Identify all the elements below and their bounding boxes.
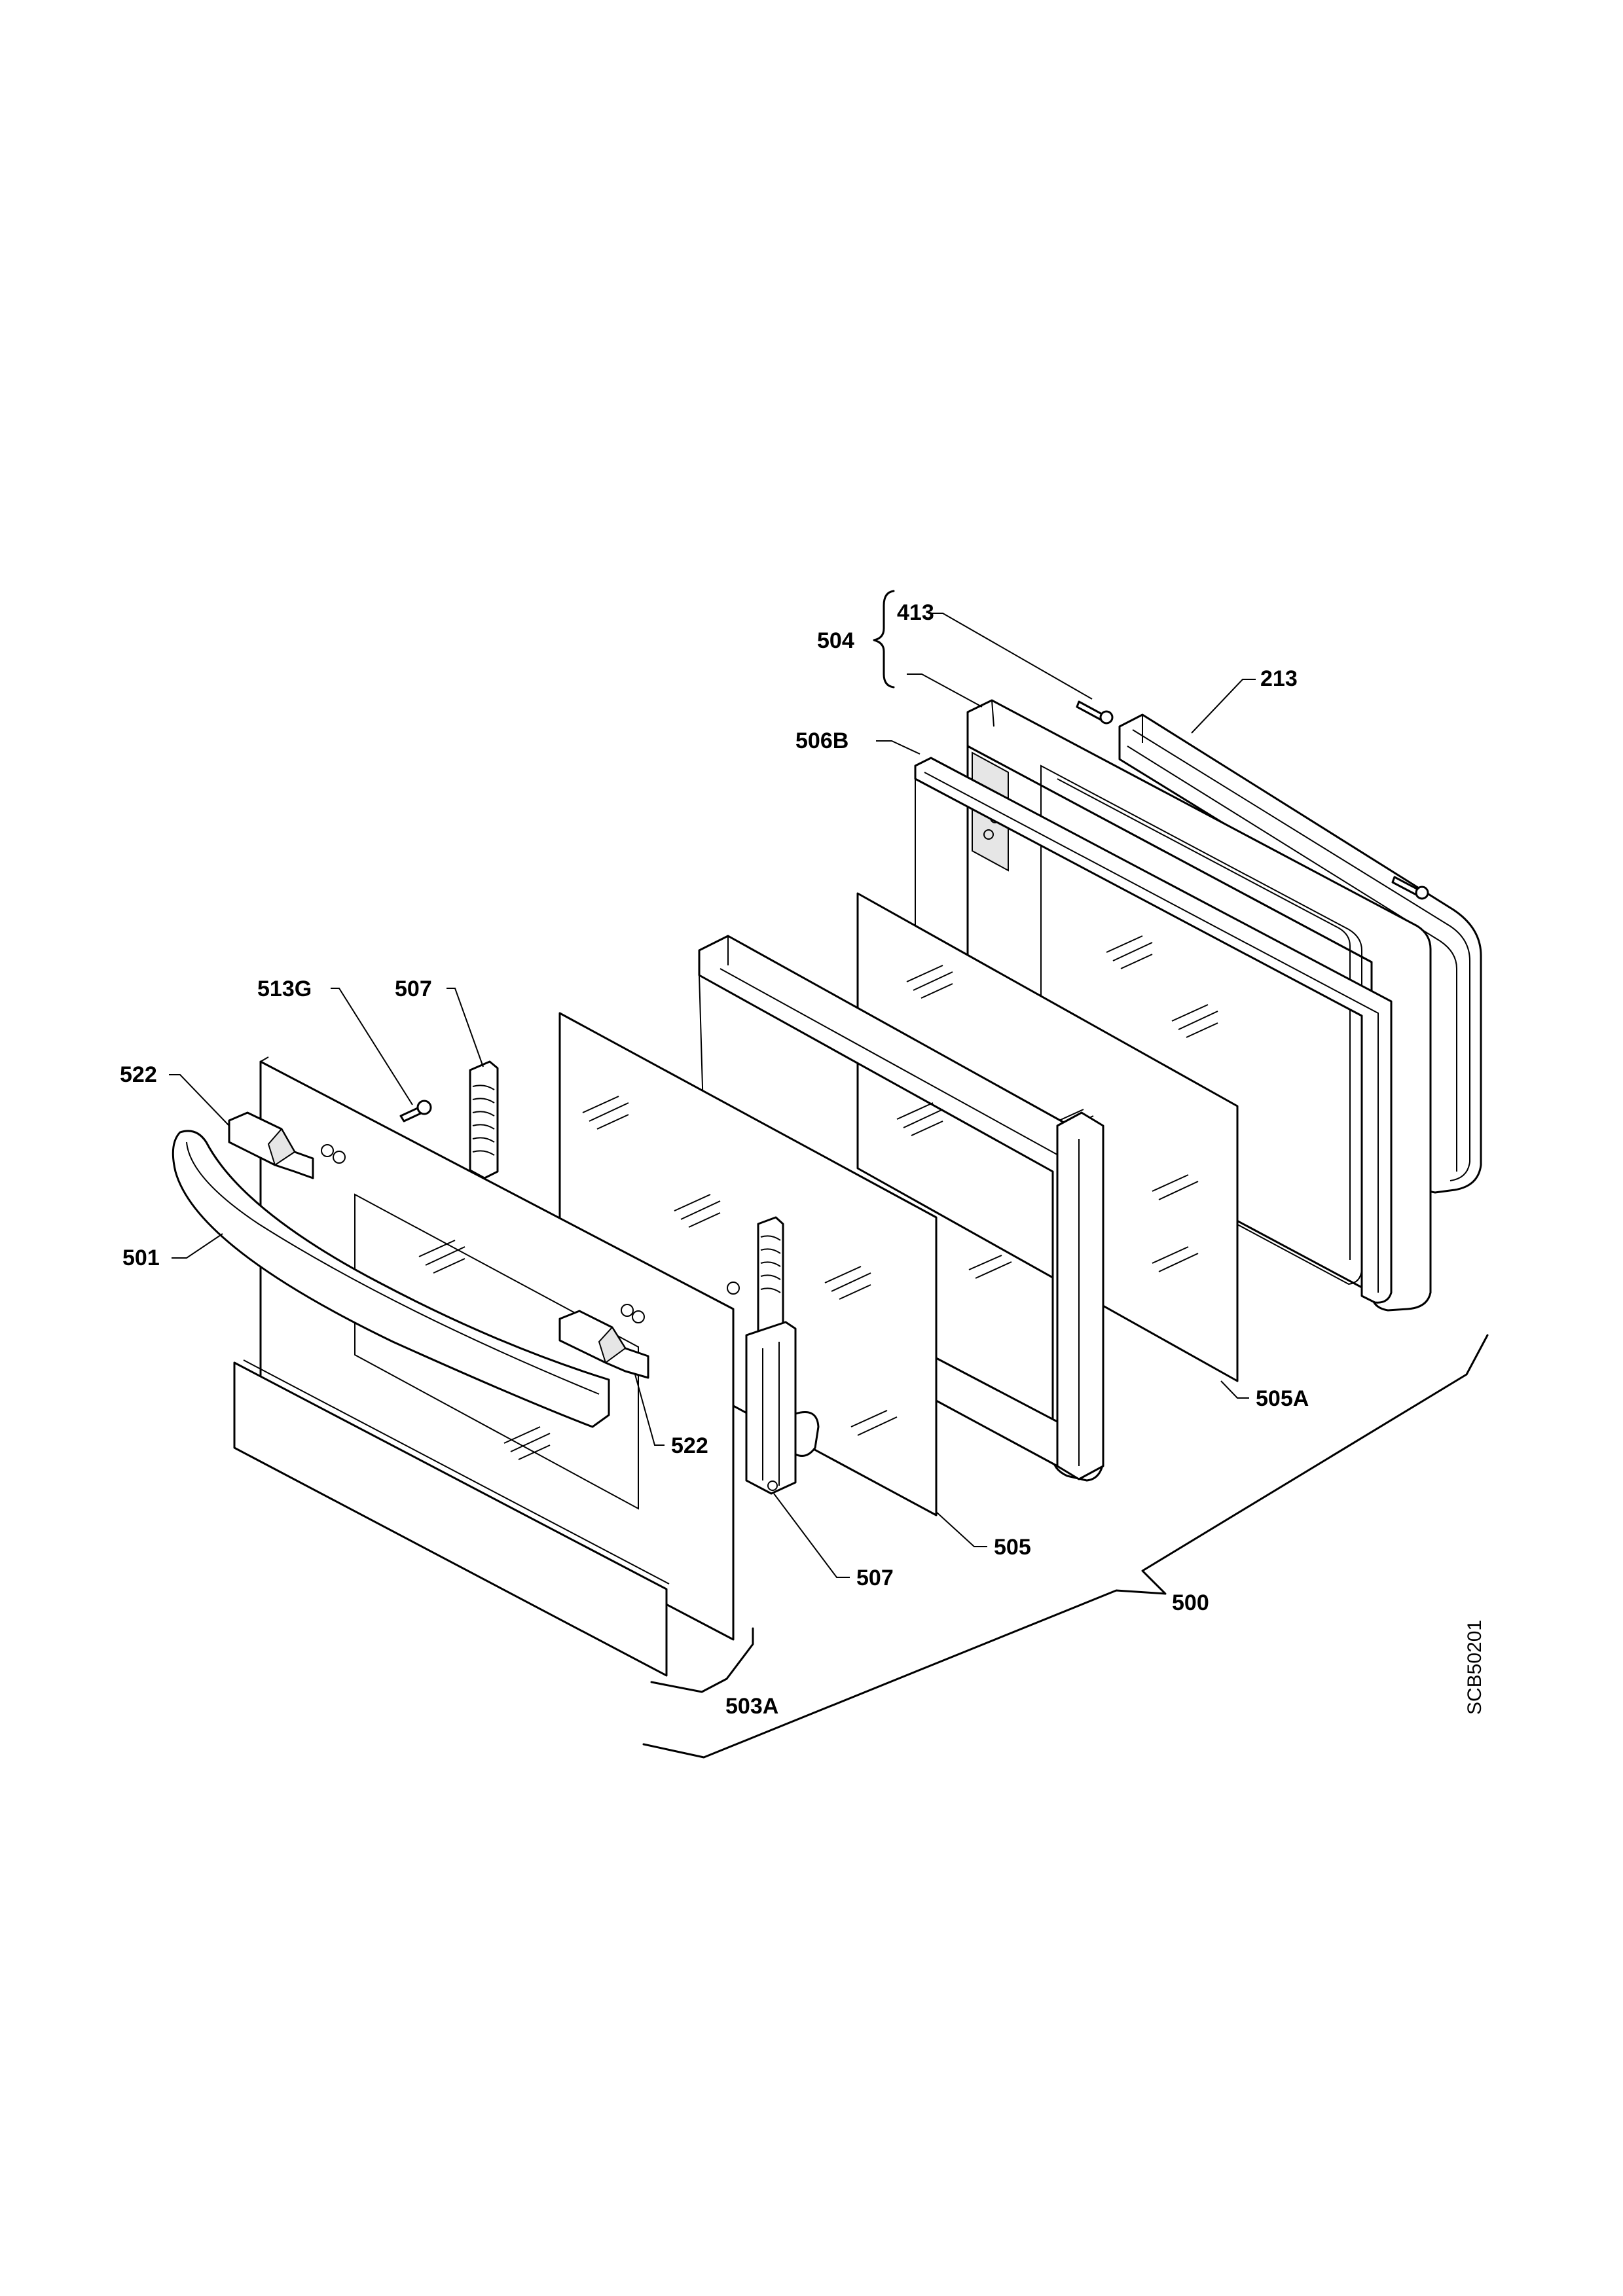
label-413: 413 [897,600,934,625]
group-line-503a [650,1627,754,1693]
screw-513g [399,1100,432,1122]
label-505: 505 [994,1535,1031,1560]
label-504: 504 [817,628,854,653]
label-213: 213 [1260,666,1298,691]
glass-panel-505 [558,1012,938,1516]
label-505a: 505A [1256,1386,1309,1411]
handle-bracket-left [228,1111,314,1179]
glass-holder-frame [698,935,1104,1482]
label-507-top: 507 [395,977,432,1001]
handle-bracket-right [558,1310,649,1379]
leader-lines [169,613,1256,1578]
label-501: 501 [122,1246,160,1270]
part-labels: 413 504 213 506B 513G 507 522 501 522 50… [120,600,1309,1719]
label-506b: 506B [795,728,848,753]
label-500: 500 [1172,1590,1209,1615]
label-522-left: 522 [120,1062,157,1087]
hinge-top [469,1060,499,1179]
bottom-trim-strip [233,1359,670,1677]
door-seal-gasket [1118,713,1482,1194]
drawing-code: SCB50201 [1464,1620,1486,1715]
label-507-bottom: 507 [856,1566,894,1590]
group-line-500 [642,1334,1489,1759]
label-503a: 503A [725,1694,778,1719]
group-bracket-504 [873,590,895,689]
label-513g: 513G [257,977,312,1001]
door-handle [172,1130,610,1428]
hinge-bottom [745,1216,820,1495]
label-522-right: 522 [671,1433,708,1458]
